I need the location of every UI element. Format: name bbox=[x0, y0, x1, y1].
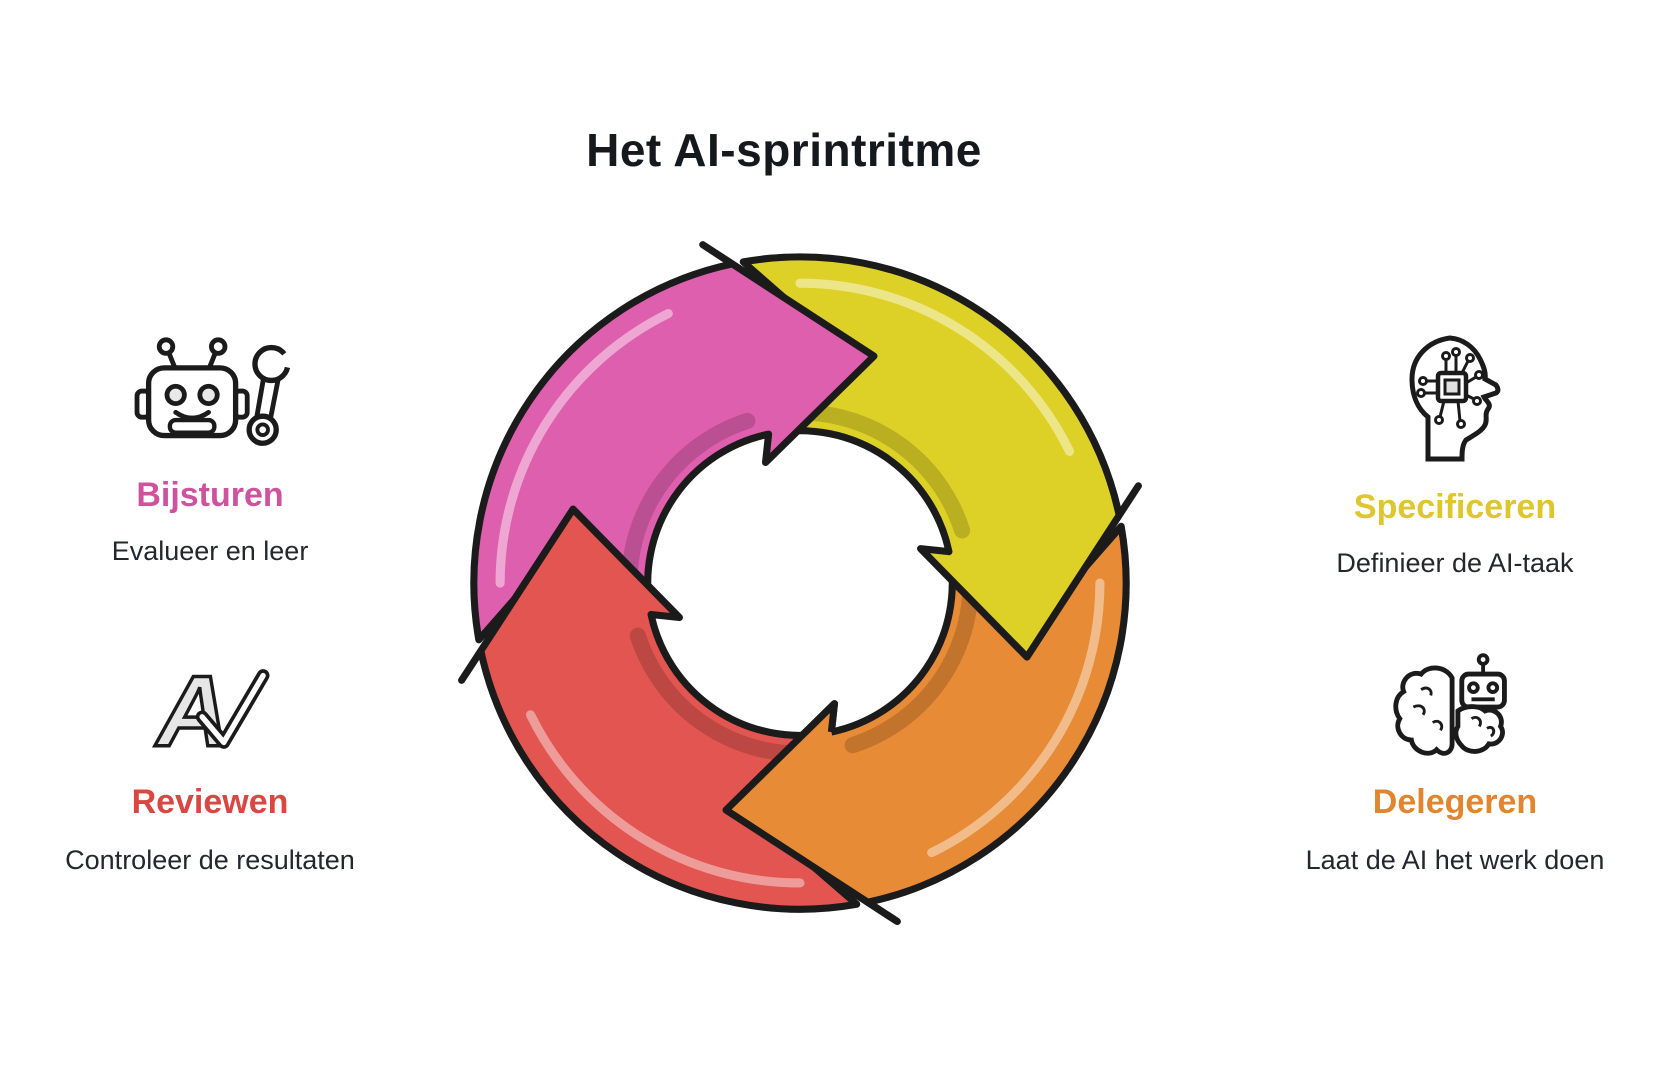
step-desc-specificeren: Definieer de AI-taak bbox=[1336, 548, 1574, 579]
step-specificeren: Specificeren Definieer de AI-taak bbox=[1245, 331, 1665, 579]
cycle-diagram bbox=[458, 241, 1142, 926]
page-title: Het AI-sprintritme bbox=[586, 123, 982, 176]
delegeren-arrow-head bbox=[726, 703, 898, 922]
step-delegeren: Delegeren Laat de AI het werk doen bbox=[1245, 648, 1665, 876]
step-reviewen: A Reviewen Controleer de resultaten bbox=[0, 650, 420, 876]
svg-text:A: A bbox=[154, 655, 229, 767]
step-label-delegeren: Delegeren bbox=[1372, 783, 1538, 821]
step-label-reviewen: Reviewen bbox=[131, 783, 289, 821]
robot-wrench-icon bbox=[134, 337, 296, 446]
a-checkmark-icon: A bbox=[152, 654, 270, 768]
step-desc-delegeren: Laat de AI het werk doen bbox=[1305, 845, 1605, 876]
step-desc-bijsturen: Evalueer en leer bbox=[111, 536, 309, 567]
head-circuit-icon bbox=[1409, 335, 1501, 462]
step-label-specificeren: Specificeren bbox=[1353, 488, 1557, 526]
step-bijsturen: Bijsturen Evalueer en leer bbox=[0, 335, 420, 567]
step-desc-reviewen: Controleer de resultaten bbox=[65, 845, 355, 876]
step-label-bijsturen: Bijsturen bbox=[136, 476, 284, 514]
brain-robot-icon bbox=[1393, 653, 1507, 756]
